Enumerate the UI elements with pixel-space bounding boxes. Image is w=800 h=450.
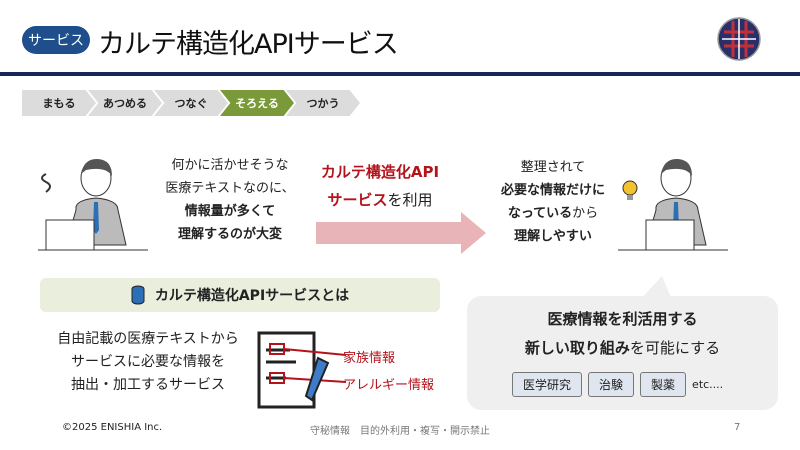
page-title: カルテ構造化APIサービス <box>98 29 399 60</box>
step-soroeru[interactable]: そろえる <box>220 90 294 116</box>
label-family-info: 家族情報 <box>343 351 396 366</box>
tag-clinical-trial: 治験 <box>588 372 635 397</box>
about-heading-box: カルテ構造化APIサービスとは <box>40 278 440 312</box>
step-atsumeru[interactable]: あつめる <box>88 90 162 116</box>
about-description: 自由記載の医療テキストから サービスに必要な情報を 抽出・加工するサービス <box>57 331 239 393</box>
idea-person-illustration <box>618 158 728 251</box>
solution-text: 整理されて 必要な情報だけに なっているから 理解しやすい <box>500 160 605 244</box>
label-allergy-info: アレルギー情報 <box>343 378 435 393</box>
step-mamoru[interactable]: まもる <box>22 90 96 116</box>
database-icon <box>131 285 145 305</box>
copyright: ©2025 ENISHIA Inc. <box>62 422 163 433</box>
header-divider <box>0 72 800 76</box>
page-number: 7 <box>734 422 741 433</box>
step-tsukau[interactable]: つかう <box>286 90 360 116</box>
section-badge: サービス <box>22 26 90 54</box>
problem-text: 何かに活かせそうな 医療テキストなのに、 情報量が多くて 理解するのが大変 <box>165 158 295 242</box>
service-callout: カルテ構造化API サービスを利用 <box>320 163 440 209</box>
tag-medical-research: 医学研究 <box>512 372 583 397</box>
confused-person-illustration <box>38 158 148 251</box>
tag-pharma: 製薬 <box>640 372 687 397</box>
company-logo <box>717 17 761 61</box>
confidential-notice: 守秘情報 目的外利用・複写・開示禁止 <box>310 426 490 437</box>
document-extraction-icon <box>257 331 346 409</box>
benefit-bubble: 医療情報を利活用する 新しい取り組みを可能にする 医学研究 治験 製薬 etc.… <box>467 296 778 410</box>
step-tsunagu[interactable]: つなぐ <box>154 90 228 116</box>
process-steps: まもる あつめる つなぐ そろえる つかう <box>22 90 360 116</box>
bubble-pointer <box>640 276 672 300</box>
arrow-right-icon <box>316 212 486 254</box>
